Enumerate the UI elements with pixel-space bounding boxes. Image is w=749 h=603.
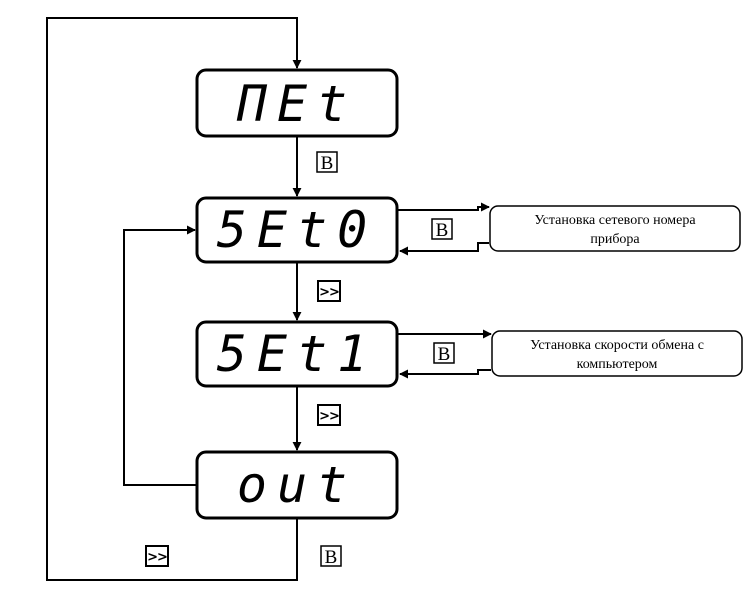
display-out-text: out xyxy=(237,456,357,514)
key-next-set1[interactable]: >> xyxy=(317,404,341,426)
note-set1-line1: Установка скорости обмена с xyxy=(530,338,704,353)
key-next-set1-label: >> xyxy=(319,409,339,424)
key-b-net-label: B xyxy=(321,153,334,174)
key-b-set1-label: B xyxy=(438,344,451,365)
display-out[interactable]: out xyxy=(195,450,399,520)
key-next-out-label: >> xyxy=(147,550,167,565)
display-set0-text: 5Et0 xyxy=(217,201,377,259)
key-b-net[interactable]: B xyxy=(316,151,338,174)
display-set1[interactable]: 5Et1 xyxy=(195,320,399,388)
key-next-set0-label: >> xyxy=(319,285,339,300)
note-set0-line1: Установка сетевого номера xyxy=(534,213,696,228)
arrow-note-to-set0 xyxy=(399,242,489,256)
arrow-set0-to-note xyxy=(398,202,490,212)
arrow-note-to-set1 xyxy=(399,369,491,379)
arrow-out-to-set0 xyxy=(123,225,196,486)
key-b-out[interactable]: B xyxy=(320,545,342,568)
note-set0-line2: прибора xyxy=(590,232,640,247)
key-next-set0[interactable]: >> xyxy=(317,280,341,302)
key-b-set1[interactable]: B xyxy=(433,342,455,365)
key-b-out-label: B xyxy=(325,547,338,568)
display-set1-text: 5Et1 xyxy=(217,325,377,383)
key-next-out[interactable]: >> xyxy=(145,545,169,567)
display-net[interactable]: ΠΕt xyxy=(195,68,399,138)
display-net-text: ΠΕt xyxy=(236,75,357,133)
display-set0[interactable]: 5Et0 xyxy=(195,196,399,264)
note-set0: Установка сетевого номера прибора xyxy=(489,205,741,252)
key-b-set0[interactable]: B xyxy=(431,218,453,241)
arrow-out-to-net xyxy=(46,17,302,581)
note-set1-line2: компьютером xyxy=(577,357,658,372)
note-set1: Установка скорости обмена с компьютером xyxy=(491,330,743,377)
key-b-set0-label: B xyxy=(436,220,449,241)
